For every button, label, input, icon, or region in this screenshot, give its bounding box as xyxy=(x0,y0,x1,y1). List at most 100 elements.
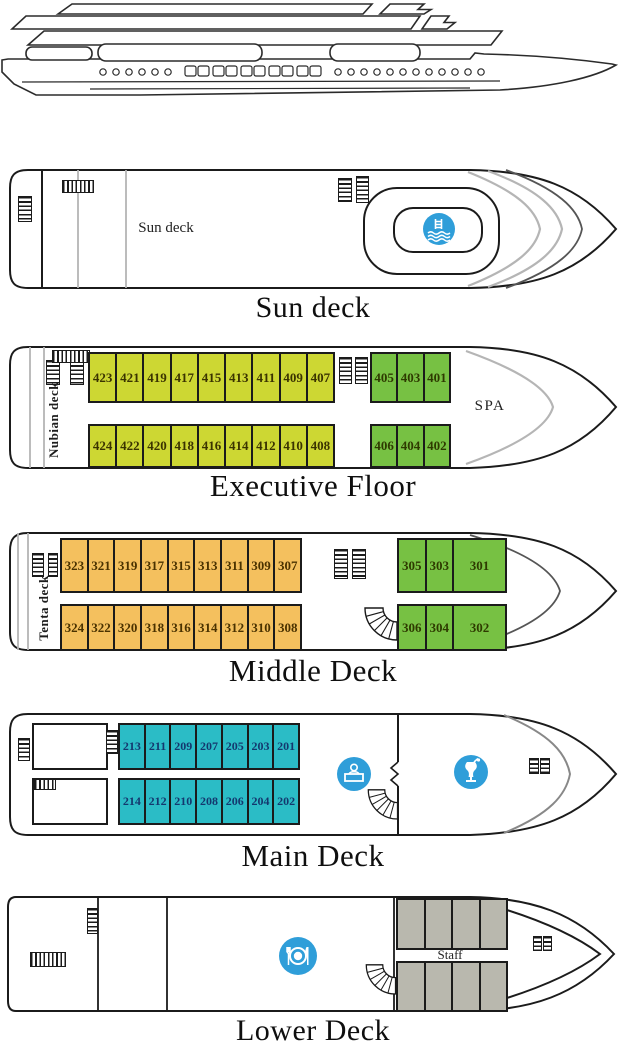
staff-cabin-row-top xyxy=(396,898,508,950)
staff-cabin xyxy=(425,900,451,948)
cabin: 409 xyxy=(280,354,306,401)
cabin: 213 xyxy=(120,725,144,768)
cabin: 414 xyxy=(226,426,252,466)
cabin: 307 xyxy=(275,540,301,591)
cabin: 319 xyxy=(115,540,141,591)
stairs-icon xyxy=(18,738,30,761)
stairs-icon xyxy=(339,357,352,384)
deck-title-executive: Executive Floor xyxy=(209,468,417,503)
cabin: 402 xyxy=(424,426,449,466)
middle-stern-label: Tenta deck xyxy=(36,575,51,641)
staff-label: Staff xyxy=(437,947,463,962)
cabin: 306 xyxy=(399,606,425,649)
cabin: 412 xyxy=(253,426,279,466)
staff-cabin xyxy=(398,963,424,1010)
cabin: 212 xyxy=(145,780,170,823)
cabin: 321 xyxy=(88,540,114,591)
cabin: 313 xyxy=(195,540,221,591)
cabin: 203 xyxy=(248,725,273,768)
cabin: 417 xyxy=(171,354,197,401)
room xyxy=(32,723,108,770)
cabin: 214 xyxy=(120,780,144,823)
cabin: 309 xyxy=(248,540,274,591)
cabin: 205 xyxy=(222,725,247,768)
executive-stern-label: Nubian deck xyxy=(46,382,61,458)
sun-deck-label: Sun deck xyxy=(138,220,194,236)
stairs-icon xyxy=(46,360,60,385)
cabin: 209 xyxy=(171,725,196,768)
cabin: 201 xyxy=(274,725,299,768)
spiral-stairs-icon xyxy=(367,789,398,820)
cabin: 312 xyxy=(222,606,247,649)
cabin: 318 xyxy=(142,606,167,649)
staff-cabin xyxy=(398,900,424,948)
stairs-icon xyxy=(18,196,32,222)
lower-deck-plan: Staff xyxy=(2,895,624,1013)
spiral-stairs-icon xyxy=(364,607,397,641)
deck-title-main: Main Deck xyxy=(241,838,385,873)
deck-title-middle: Middle Deck xyxy=(228,653,398,688)
cabin: 322 xyxy=(88,606,114,649)
cabin: 206 xyxy=(222,780,247,823)
cabin: 208 xyxy=(197,780,221,823)
reception-icon xyxy=(337,757,371,791)
stairs-icon xyxy=(355,357,368,384)
stairs-icon xyxy=(338,178,352,202)
cabin: 320 xyxy=(115,606,141,649)
staff-cabin-row-bottom xyxy=(396,961,508,1012)
staff-cabin xyxy=(480,900,506,948)
cabin: 421 xyxy=(117,354,143,401)
cabin: 419 xyxy=(144,354,170,401)
cabin: 308 xyxy=(275,606,301,649)
staff-cabin xyxy=(453,900,479,948)
pool-icon xyxy=(423,213,455,245)
cabin: 303 xyxy=(426,540,452,591)
cabin: 415 xyxy=(198,354,225,401)
cabin: 204 xyxy=(248,780,273,823)
stairs-icon xyxy=(30,952,66,967)
cabin: 210 xyxy=(171,780,196,823)
cabin: 202 xyxy=(274,780,299,823)
cabin: 408 xyxy=(307,426,333,466)
cabin: 422 xyxy=(117,426,143,466)
stairs-icon xyxy=(529,758,539,774)
stairs-icon xyxy=(32,553,44,577)
cabin: 407 xyxy=(307,354,333,401)
sun-deck-hull-outline xyxy=(9,169,618,289)
cabin: 423 xyxy=(90,354,116,401)
cabin: 302 xyxy=(454,606,505,649)
stairs-icon xyxy=(356,176,369,203)
cabin: 305 xyxy=(399,540,425,591)
spiral-stairs-icon xyxy=(365,964,396,995)
cabin: 311 xyxy=(222,540,247,591)
cabin: 211 xyxy=(145,725,170,768)
cabin: 413 xyxy=(226,354,252,401)
sun-deck-plan: Sun deck xyxy=(2,168,624,290)
stairs-icon xyxy=(334,549,348,579)
cabin: 403 xyxy=(398,354,423,401)
cabin: 404 xyxy=(398,426,423,466)
staff-cabin xyxy=(480,963,506,1010)
stairs-icon xyxy=(352,549,366,579)
cabin: 315 xyxy=(168,540,194,591)
cabin: 314 xyxy=(195,606,221,649)
cabin: 317 xyxy=(142,540,167,591)
cabin: 304 xyxy=(426,606,452,649)
stairs-icon xyxy=(62,180,94,193)
ship-side-profile-illustration xyxy=(1,3,619,96)
cabin: 301 xyxy=(454,540,505,591)
cabin: 406 xyxy=(372,426,397,466)
stairs-icon xyxy=(543,936,552,951)
cabin: 324 xyxy=(62,606,87,649)
restaurant-icon xyxy=(279,937,317,975)
cabin: 411 xyxy=(253,354,279,401)
